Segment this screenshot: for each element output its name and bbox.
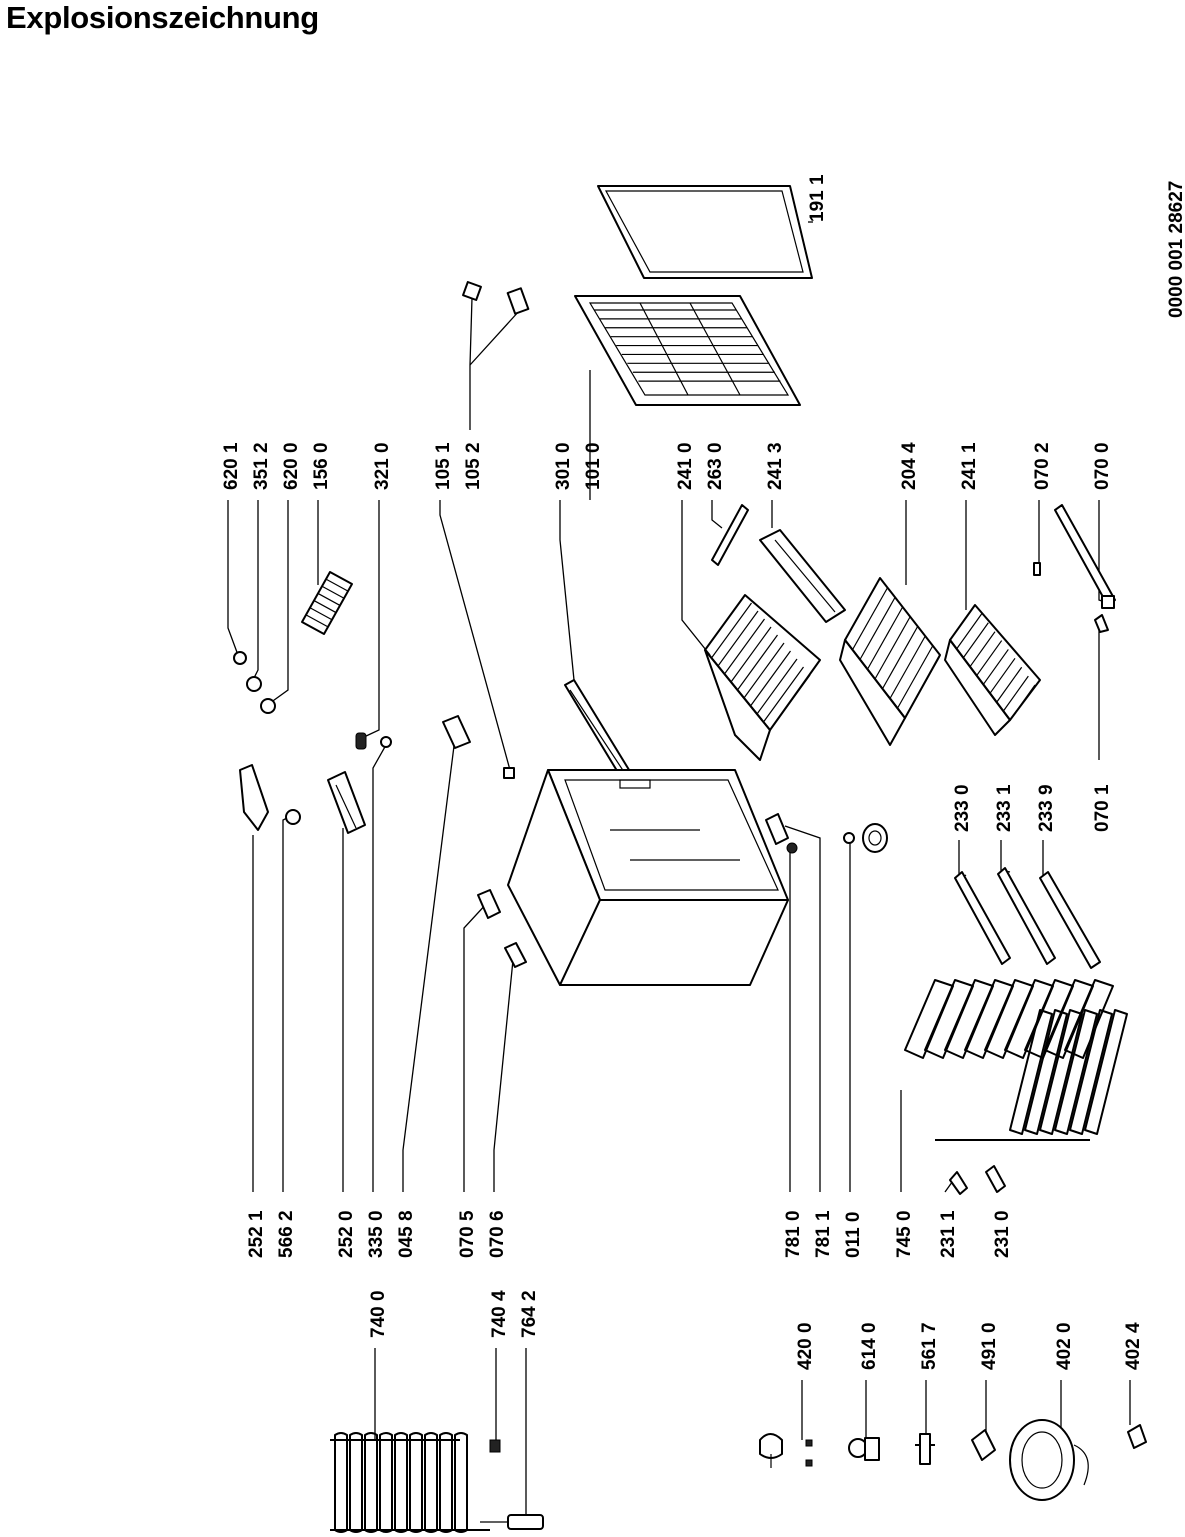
- part-420-0: [759, 1433, 813, 1468]
- label-614-0: 614 0: [859, 1322, 880, 1370]
- label-764-2: 764 2: [519, 1290, 540, 1338]
- label-241-3: 241 3: [765, 442, 786, 490]
- part-561-7: [915, 1433, 935, 1465]
- label-402-0: 402 0: [1054, 1322, 1075, 1370]
- label-105-2: 105 2: [463, 442, 484, 490]
- label-156-0: 156 0: [311, 442, 332, 490]
- part-070-6: [504, 942, 527, 968]
- label-740-0: 740 0: [368, 1290, 389, 1338]
- ice-tray-156-0: [301, 571, 353, 635]
- label-561-7: 561 7: [919, 1322, 940, 1370]
- part-105-1: [503, 767, 515, 779]
- label-231-1: 231 1: [938, 1210, 959, 1258]
- label-491-0: 491 0: [979, 1322, 1000, 1370]
- label-335-0: 335 0: [366, 1210, 387, 1258]
- label-070-2: 070 2: [1032, 442, 1053, 490]
- part-566-2: [285, 809, 301, 825]
- door-panel-101-0: [574, 295, 801, 406]
- label-402-4: 402 4: [1123, 1322, 1144, 1370]
- shelf-front-241-3: [759, 529, 846, 623]
- label-740-4: 740 4: [489, 1290, 510, 1338]
- cabinet-body: [507, 769, 789, 986]
- cover-plate-252-1: [239, 764, 269, 831]
- label-233-1: 233 1: [994, 784, 1015, 832]
- label-321-0: 321 0: [372, 442, 393, 490]
- label-420-0: 420 0: [795, 1322, 816, 1370]
- part-070-2: [1033, 562, 1041, 576]
- label-620-1: 620 1: [221, 442, 242, 490]
- thermostat-housing-252-0: [327, 771, 366, 834]
- compressor-402-0: [1009, 1419, 1089, 1501]
- label-011-0: 011 0: [843, 1212, 864, 1259]
- label-241-0: 241 0: [675, 442, 696, 490]
- label-241-1: 241 1: [959, 442, 980, 490]
- part-402-4: [1127, 1424, 1147, 1449]
- part-781-1: [765, 813, 789, 845]
- middle-labels: 252 1 566 2 252 0 335 0 045 8 070 5 070 …: [246, 784, 1113, 1258]
- label-070-0: 070 0: [1092, 442, 1113, 490]
- label-263-0: 263 0: [705, 442, 726, 490]
- leader-lines: [227, 221, 1131, 1520]
- part-231-0: [985, 1165, 1006, 1193]
- label-105-1: 105 1: [433, 442, 454, 490]
- part-263-0: [711, 504, 749, 566]
- part-740-4: [489, 1439, 501, 1453]
- bar-070-0: [1054, 504, 1116, 609]
- top-labels: 620 1 351 2 620 0 156 0 321 0 105 1 105 …: [221, 174, 1113, 490]
- basket-241-0: [704, 594, 821, 761]
- label-070-5: 070 5: [457, 1210, 478, 1258]
- label-566-2: 566 2: [276, 1210, 297, 1258]
- part-335-0: [380, 736, 392, 748]
- drawer-204-4: [839, 577, 941, 746]
- part-070-5: [477, 889, 501, 919]
- part-070-1: [1094, 614, 1109, 633]
- knobs-620-351: [233, 651, 276, 714]
- label-045-8: 045 8: [396, 1210, 417, 1258]
- document-number: 0000 001 28627: [1166, 181, 1185, 318]
- rails-233: [954, 867, 1101, 969]
- label-204-4: 204 4: [899, 442, 920, 490]
- label-101-0: 101 0: [583, 442, 604, 490]
- part-491-0: [971, 1429, 996, 1461]
- label-252-0: 252 0: [336, 1210, 357, 1258]
- label-070-6: 070 6: [487, 1210, 508, 1258]
- label-351-2: 351 2: [251, 442, 272, 490]
- part-231-1: [949, 1171, 968, 1195]
- part-011-0: [843, 832, 855, 844]
- label-252-1: 252 1: [246, 1210, 267, 1258]
- evaporator-740-0: [330, 1432, 490, 1533]
- basket-241-1: [944, 604, 1041, 736]
- part-321-0: [355, 732, 367, 750]
- condenser-745-0: [904, 979, 1128, 1141]
- label-745-0: 745 0: [894, 1210, 915, 1258]
- label-781-0: 781 0: [783, 1210, 804, 1258]
- part-011-0-fan: [862, 823, 888, 853]
- label-620-0: 620 0: [281, 442, 302, 490]
- label-781-1: 781 1: [813, 1210, 834, 1258]
- tube-764-2: [480, 1514, 544, 1530]
- door-gasket-191-1: [597, 185, 813, 279]
- hinge-parts-105-2: [462, 281, 530, 315]
- part-614-0: [848, 1437, 880, 1461]
- label-233-9: 233 9: [1036, 784, 1057, 832]
- part-781-0: [786, 842, 798, 854]
- label-233-0: 233 0: [952, 784, 973, 832]
- label-191-1: 191 1: [807, 174, 828, 222]
- label-301-0: 301 0: [553, 442, 574, 490]
- bottom-labels: 740 0 740 4 764 2 420 0 614 0 561 7 491 …: [368, 1290, 1144, 1370]
- page-title: Explosionszeichnung: [6, 0, 319, 35]
- label-231-0: 231 0: [992, 1210, 1013, 1258]
- part-045-8: [442, 715, 471, 749]
- label-070-1: 070 1: [1092, 784, 1113, 832]
